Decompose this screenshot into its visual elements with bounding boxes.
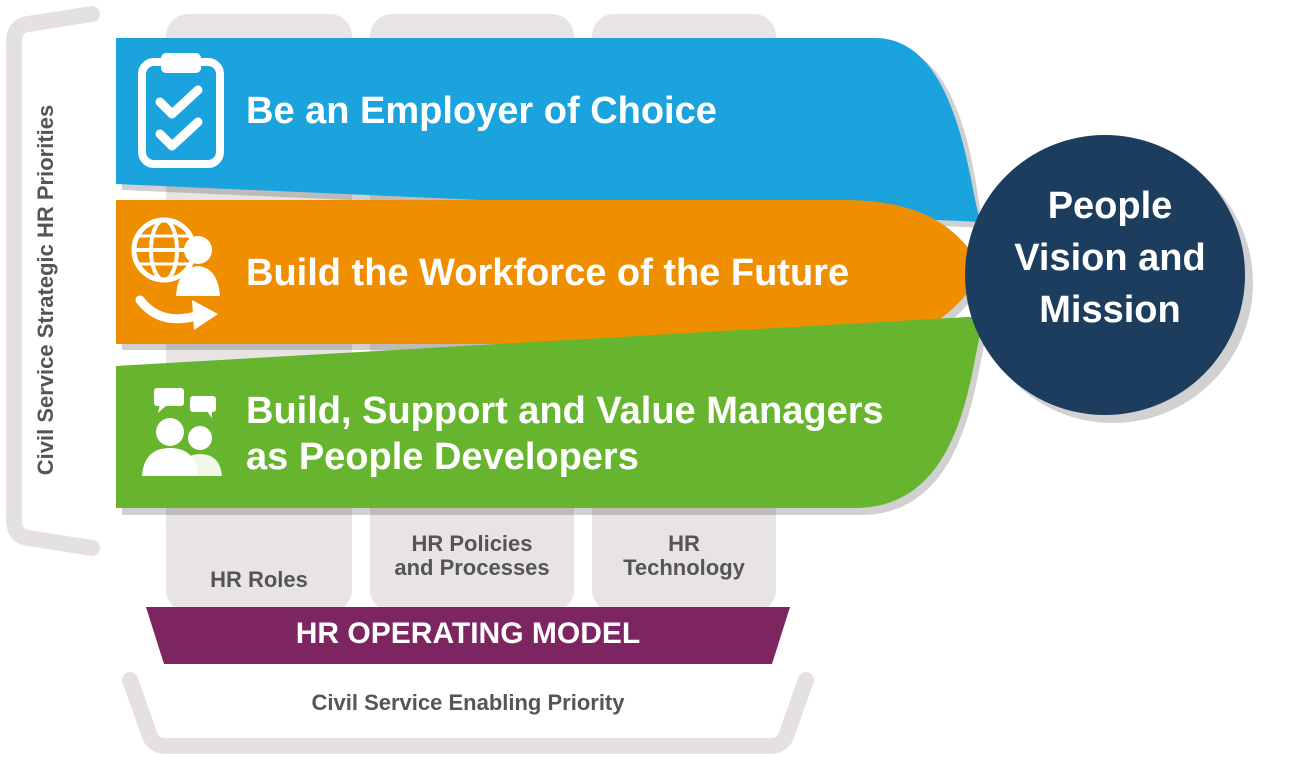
priority-band-managers xyxy=(116,316,985,508)
priority-band-workforce xyxy=(116,200,985,344)
enabling-tray xyxy=(122,672,814,754)
priority-band-employer xyxy=(116,38,982,222)
vision-mission-text: People Vision and Mission xyxy=(1014,185,1206,331)
side-title-text: Civil Service Strategic HR Priorities xyxy=(33,104,58,476)
priority-title-managers: Build, Support and Value Managers as Peo… xyxy=(246,388,884,480)
priority-title-managers-line1: Build, Support and Value Managers xyxy=(246,390,884,432)
operating-model-banner xyxy=(146,607,790,664)
operating-model-title: HR OPERATING MODEL xyxy=(295,617,641,650)
priorities-bracket xyxy=(6,6,100,556)
people-speech-bubbles-icon xyxy=(142,388,222,476)
priority-title-employer: Be an Employer of Choice xyxy=(246,90,717,132)
clipboard-checklist-icon xyxy=(138,53,224,168)
pillar-label-roles: HR Roles xyxy=(210,567,308,592)
pillar-label-technology: HR Technology xyxy=(623,531,745,580)
pillar-label-policies: HR Policies and Processes xyxy=(394,531,550,580)
priority-title-workforce: Build the Workforce of the Future xyxy=(246,252,850,294)
vision-circle xyxy=(965,135,1245,415)
globe-person-arrow-icon xyxy=(131,217,220,330)
enabling-priority-label: Civil Service Enabling Priority xyxy=(311,690,625,715)
priority-title-managers-line2: as People Developers xyxy=(246,436,639,478)
